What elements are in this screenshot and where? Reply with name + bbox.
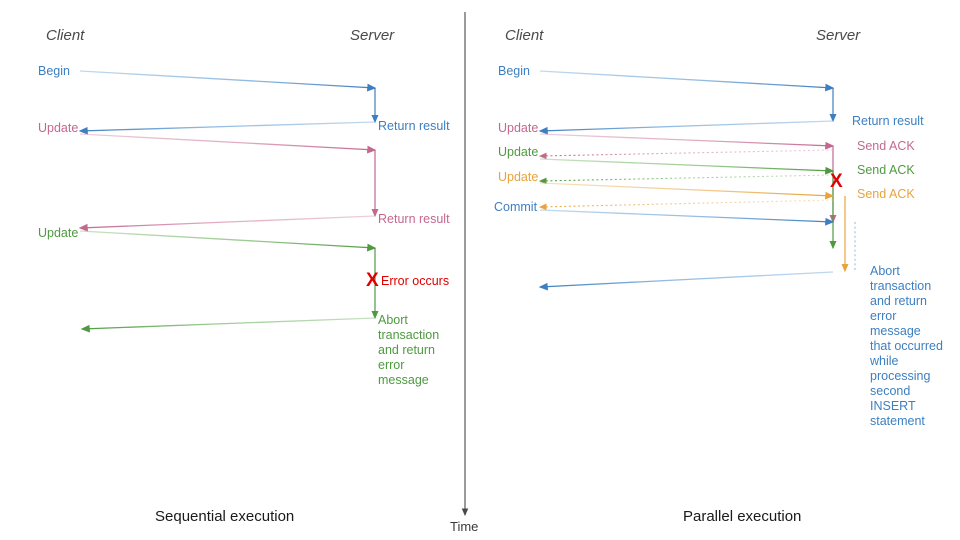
parallel-message-label-4: Update xyxy=(498,145,539,159)
parallel-client-header: Client xyxy=(505,27,544,44)
time-axis-label: Time xyxy=(450,519,479,534)
sequential-message-label-1: Return result xyxy=(378,119,450,133)
parallel-ack-arrow-3 xyxy=(538,149,834,160)
message-label-line: error message xyxy=(378,358,429,387)
sequential-request-arrow-2 xyxy=(79,133,377,154)
sequential-message-label-3: Return result xyxy=(378,212,450,226)
message-label-line: and return xyxy=(378,343,435,357)
sequential-client-header: Client xyxy=(46,27,85,44)
parallel-message-label-6: Update xyxy=(498,170,539,184)
parallel-ack-arrow-5 xyxy=(538,174,834,185)
sequential-response-arrow-1 xyxy=(78,121,376,135)
sequential-message-label-2: Update xyxy=(38,121,79,135)
parallel-response-arrow-1 xyxy=(538,120,834,135)
parallel-abort-arrow-9 xyxy=(538,271,834,291)
message-label-line: statement xyxy=(870,414,925,428)
parallel-server-header: Server xyxy=(816,27,861,44)
parallel-message-label-0: Begin xyxy=(498,64,530,78)
message-label-line: second xyxy=(870,384,911,398)
message-label-line: INSERT xyxy=(870,399,916,413)
message-label-line: transaction xyxy=(870,279,932,293)
parallel-message-label-3: Send ACK xyxy=(857,139,915,153)
parallel-message-label-8: Commit xyxy=(494,200,538,214)
sequential-request-arrow-4 xyxy=(79,230,377,252)
parallel-error-x-icon: X xyxy=(830,171,843,192)
message-label-line: transaction xyxy=(378,328,440,342)
sequential-server-header: Server xyxy=(350,27,395,44)
parallel-request-arrow-6 xyxy=(539,182,835,200)
sequential-caption: Sequential execution xyxy=(155,508,295,525)
message-label-line: while xyxy=(870,354,899,368)
sequential-error-x-icon: X xyxy=(366,270,379,291)
sequential-error-label-0: Error occurs xyxy=(381,274,450,288)
message-label-line: error message xyxy=(870,309,921,338)
message-label-line: Abort xyxy=(378,313,408,327)
sequential-message-label-4: Update xyxy=(38,226,79,240)
parallel-caption: Parallel execution xyxy=(683,508,802,525)
message-label-line: Abort xyxy=(870,264,900,278)
message-label-line: that occurred xyxy=(870,339,943,353)
parallel-request-arrow-0 xyxy=(539,70,835,92)
parallel-message-label-1: Return result xyxy=(852,114,924,128)
parallel-message-label-2: Update xyxy=(498,121,539,135)
parallel-message-label-5: Send ACK xyxy=(857,163,915,177)
parallel-message-label-7: Send ACK xyxy=(857,187,915,201)
message-label-line: and return xyxy=(870,294,927,308)
message-label-line: processing xyxy=(870,369,931,383)
sequential-request-arrow-0 xyxy=(79,70,377,92)
sequential-abort-arrow-5 xyxy=(80,317,376,333)
sequential-response-arrow-3 xyxy=(78,215,376,232)
parallel-request-arrow-4 xyxy=(539,158,835,175)
parallel-request-arrow-8 xyxy=(539,209,835,226)
parallel-request-arrow-2 xyxy=(539,133,835,150)
sequential-message-label-0: Begin xyxy=(38,64,70,78)
parallel-ack-arrow-7 xyxy=(538,199,834,211)
